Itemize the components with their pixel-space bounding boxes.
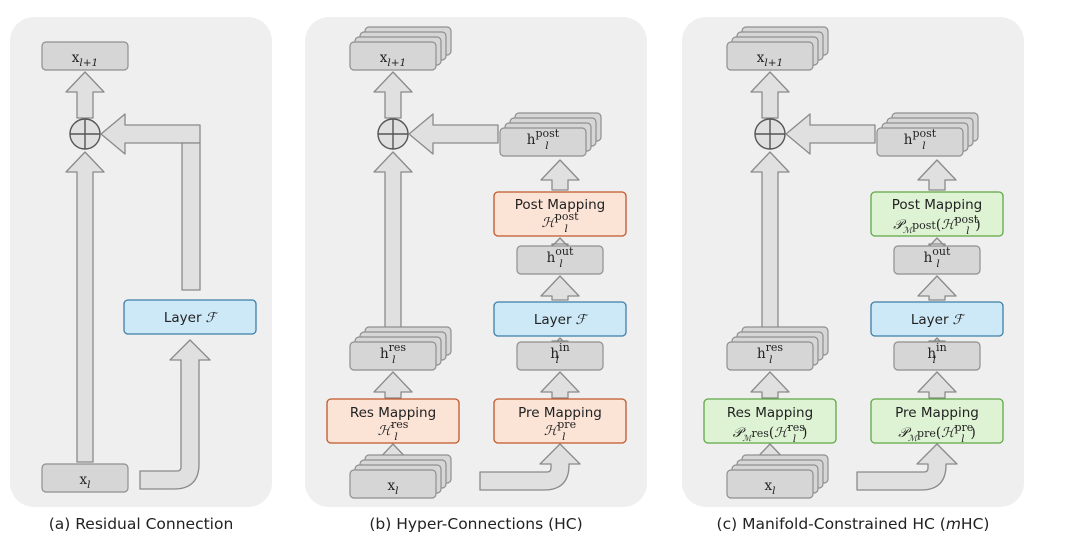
post-mapping-box-b (493, 191, 627, 237)
x-l-plus-1-label: xl+1 (72, 50, 98, 69)
res-mapping-label-c: Res Mapping (727, 405, 813, 421)
arrow-pre-input-b (479, 443, 581, 491)
arrow-a-main (65, 151, 105, 463)
x-l-plus-1-label-c: xl+1 (757, 50, 783, 69)
arrow-a-input (139, 339, 211, 490)
arrow-top-b (373, 71, 413, 119)
x-l-box-a (41, 463, 129, 493)
h-res-stack-b (349, 341, 437, 371)
res-mapping-box-c (703, 398, 837, 444)
caption-residual: (a) Residual Connection (49, 515, 234, 533)
arrow-res-c (750, 371, 790, 399)
x-l-plus-1-box (41, 41, 129, 71)
x-l-plus-1-stack-c (726, 41, 814, 71)
panel-c-group (703, 26, 1004, 499)
h-post-stack-b (499, 127, 587, 157)
arrow-a-return-shaft (181, 142, 201, 291)
res-mapping-box-b (326, 398, 460, 444)
res-mapping-label-b: Res Mapping (350, 405, 436, 421)
x-l-label-b: xl (388, 478, 399, 497)
arrow-top-c (750, 71, 790, 119)
arrow-a-return (100, 113, 201, 155)
layer-box-b (493, 301, 627, 337)
pre-mapping-box-b (493, 398, 627, 444)
post-mapping-box-c (870, 191, 1004, 237)
h-out-box-b (516, 245, 604, 275)
post-mapping-label-c: Post Mapping (892, 197, 982, 213)
caption-hyper-connections: (b) Hyper-Connections (HC) (369, 515, 582, 533)
layer-box-a (123, 299, 257, 335)
arrow-layer-c (917, 275, 957, 301)
arrow-res-b (373, 371, 413, 399)
arrow-return-c (785, 113, 876, 155)
arrow-pre-input-c (856, 443, 958, 491)
h-in-box-b (516, 341, 604, 371)
arrow-layer-b (540, 275, 580, 301)
arrow-pre-b (540, 371, 580, 399)
caption-manifold-constrained-hc: (c) Manifold-Constrained HC (mHC) (717, 515, 990, 533)
pre-mapping-label-c: Pre Mapping (895, 405, 979, 421)
h-in-box-c (893, 341, 981, 371)
pre-mapping-label-b: Pre Mapping (518, 405, 602, 421)
x-l-label-c: xl (765, 478, 776, 497)
x-l-plus-1-label-b: xl+1 (380, 50, 406, 69)
arrow-pre-c (917, 371, 957, 399)
pre-mapping-box-c (870, 398, 1004, 444)
x-l-label-a: xl (80, 472, 91, 491)
x-l-stack-b (349, 469, 437, 499)
arrow-post-b (540, 159, 580, 191)
arrow-post-c (917, 159, 957, 191)
arrow-a-top (65, 71, 105, 119)
layer-box-c (870, 301, 1004, 337)
x-l-stack-c (726, 469, 814, 499)
arrow-return-b (408, 113, 499, 155)
h-post-stack-c (876, 127, 964, 157)
x-l-plus-1-stack-b (349, 41, 437, 71)
h-res-stack-c (726, 341, 814, 371)
panel-residual (10, 17, 272, 507)
h-out-box-c (893, 245, 981, 275)
post-mapping-label-b: Post Mapping (515, 197, 605, 213)
